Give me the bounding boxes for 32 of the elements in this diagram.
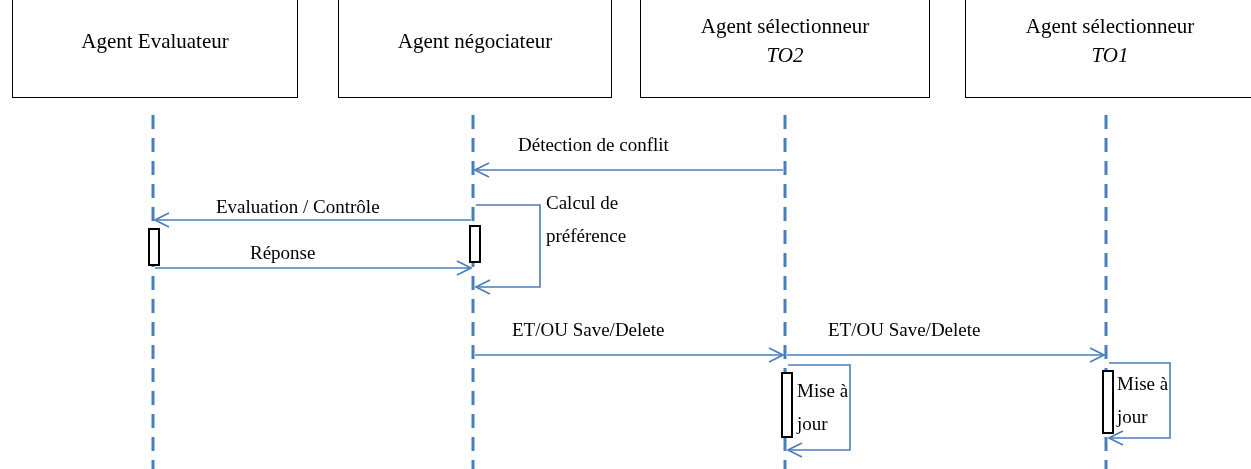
- lifeline-header-box: [965, 0, 1251, 98]
- lifeline-header-box: [12, 0, 298, 98]
- lifeline-header-box: [640, 0, 930, 98]
- self-message-arrow: [1108, 362, 1171, 446]
- message-label: ET/OU Save/Delete: [512, 318, 665, 342]
- activation-bar: [148, 228, 160, 266]
- lifeline: [150, 115, 156, 469]
- self-message-arrow: [787, 364, 851, 458]
- role-label: TO2: [766, 42, 804, 69]
- lifeline-header-box: [338, 0, 612, 98]
- lifeline: [470, 115, 476, 469]
- message-label: ET/OU Save/Delete: [828, 318, 981, 342]
- agent-name: Agent Evaluateur: [81, 27, 229, 55]
- activation-bar: [1102, 370, 1114, 434]
- activation-bar: [781, 372, 793, 438]
- message-arrow: [154, 260, 472, 276]
- message-label: Mise à jour: [1117, 372, 1170, 429]
- message-arrow: [474, 162, 784, 178]
- message-arrow: [786, 347, 1105, 363]
- message-arrow: [474, 347, 784, 363]
- message-label: Mise à jour: [797, 379, 850, 436]
- role-label: TO1: [1091, 42, 1129, 69]
- message-arrow: [154, 212, 472, 228]
- message-label: Calcul de préférence: [546, 191, 628, 248]
- message-label: Réponse: [250, 241, 316, 265]
- agent-name: Agent sélectionneur: [700, 13, 870, 40]
- agent-name: Agent sélectionneur: [1025, 13, 1195, 40]
- message-label: Evaluation / Contrôle: [216, 195, 380, 219]
- agent-name: Agent négociateur: [397, 27, 553, 55]
- message-label: Détection de conflit: [518, 133, 669, 157]
- activation-bar: [469, 225, 481, 263]
- self-message-arrow: [475, 204, 541, 295]
